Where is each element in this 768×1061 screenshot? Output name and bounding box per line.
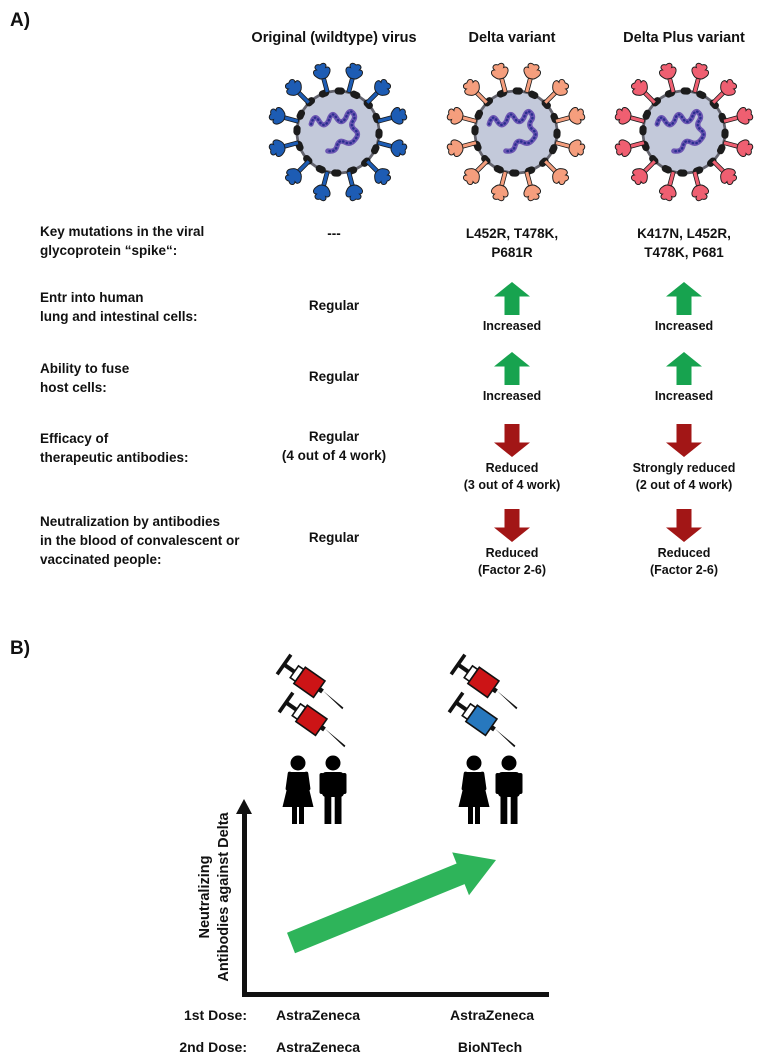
increase-arrow-icon [666,352,702,385]
panel-a-label: A) [10,10,31,31]
delta-virus-icon [441,57,591,207]
therapeutic-delta-plus: Strongly reduced (2 out of 4 work) [589,424,768,493]
dose-1-group-2: AstraZeneca [449,1007,535,1023]
y-axis [242,812,247,997]
x-axis [242,992,549,997]
column-header-delta: Delta variant [468,30,556,46]
panel-b-label: B) [10,638,31,659]
fusion-delta-plus: Increased [589,352,768,405]
neutralization-delta-plus: Reduced (Factor 2-6) [589,509,768,578]
row-label-therapeutic: Efficacy of therapeutic antibodies: [40,431,189,465]
people-pair-icon [282,755,347,824]
decrease-arrow-icon [666,509,702,542]
delta-plus-virus-icon [609,57,759,207]
mutations-wildtype: --- [327,226,341,241]
increase-arrow-icon [666,282,702,315]
dose-row-2-label: 2nd Dose: [179,1039,247,1055]
fusion-wildtype: Regular [308,369,360,384]
y-axis-arrowhead-icon [236,799,252,814]
row-label-entry: Entr into human lung and intestinal cell… [40,290,198,324]
decrease-arrow-icon [666,424,702,457]
dose-2-group-2: BioNTech [457,1039,523,1055]
therapeutic-wildtype: Regular (4 out of 4 work) [281,429,387,463]
neutralization-wildtype: Regular [308,530,360,545]
neutralization-delta: Reduced (Factor 2-6) [417,509,607,578]
column-header-wildtype: Original (wildtype) virus [251,30,417,46]
dose-1-group-1: AstraZeneca [275,1007,361,1023]
decrease-arrow-icon [494,509,530,542]
therapeutic-delta: Reduced (3 out of 4 work) [417,424,607,493]
entry-delta: Increased [417,282,607,335]
fusion-delta: Increased [417,352,607,405]
people-pair-icon [458,755,523,824]
trend-up-arrow-icon [287,852,496,954]
decrease-arrow-icon [494,424,530,457]
y-axis-label: Neutralizing Antibodies against Delta [197,812,232,982]
row-label-neutralization: Neutralization by antibodies in the bloo… [40,514,240,567]
dose-2-group-1: AstraZeneca [275,1039,361,1055]
mutations-delta-plus: K417N, L452R, T478K, P681 [637,226,731,260]
column-header-delta-plus: Delta Plus variant [623,30,745,46]
increase-arrow-icon [494,282,530,315]
dose-row-1-label: 1st Dose: [183,1007,247,1023]
row-label-mutations: Key mutations in the viral glycoprotein … [40,224,205,258]
entry-wildtype: Regular [308,298,360,313]
row-label-fusion: Ability to fuse host cells: [40,361,130,395]
wildtype-virus-icon [263,57,413,207]
entry-delta-plus: Increased [589,282,768,335]
increase-arrow-icon [494,352,530,385]
mutations-delta: L452R, T478K, P681R [465,226,559,260]
